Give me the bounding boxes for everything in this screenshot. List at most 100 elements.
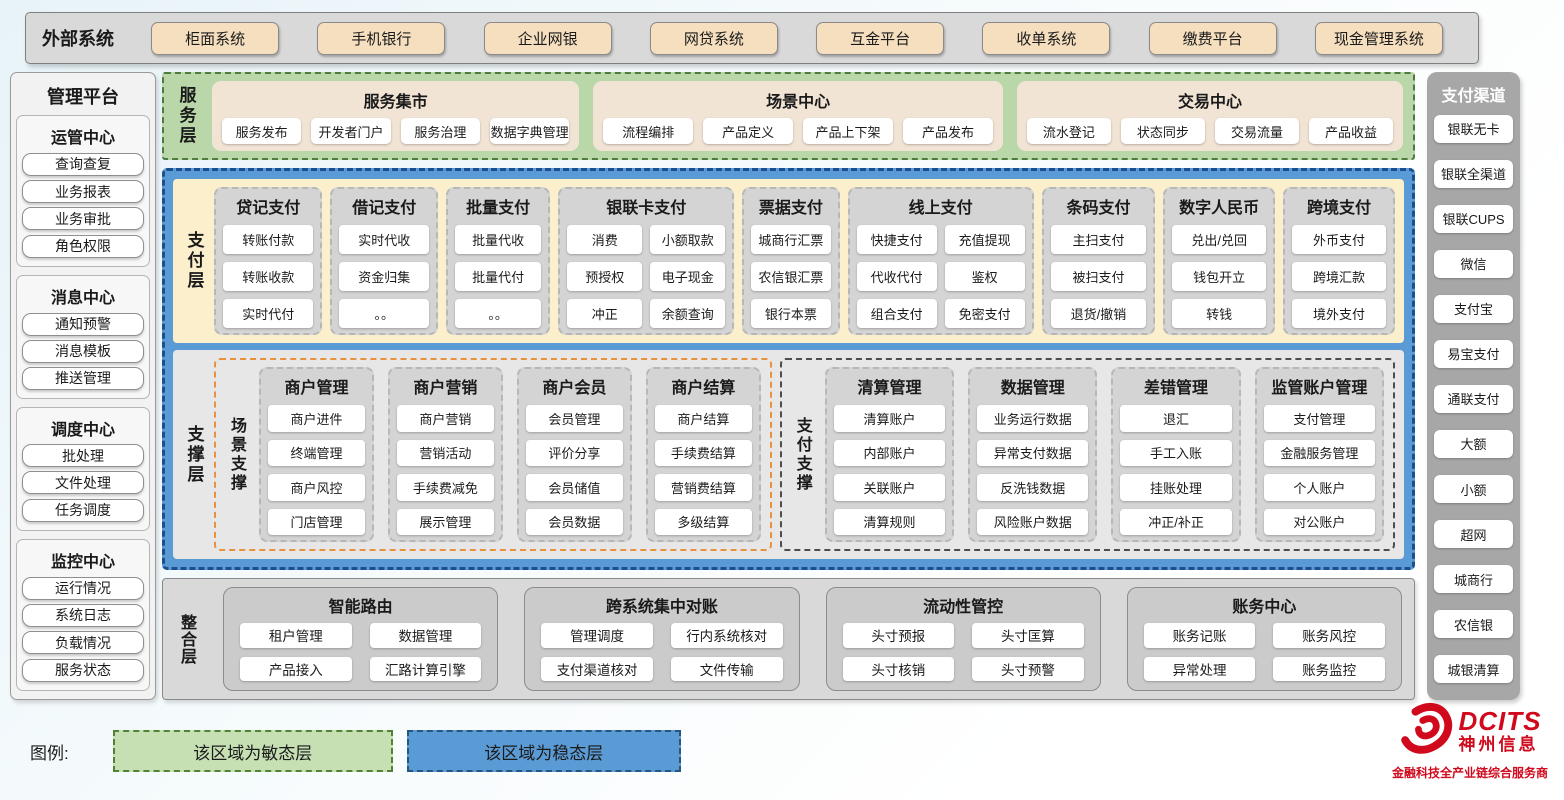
scene-support-item-button[interactable]: 营销费结算: [654, 474, 752, 501]
scene-support-item-button[interactable]: 营销活动: [396, 439, 494, 466]
integration-item-button[interactable]: 汇路计算引擎: [369, 656, 482, 681]
payment-item-button[interactable]: 退货/撤销: [1050, 299, 1147, 328]
payment-channel-button[interactable]: 微信: [1434, 249, 1513, 278]
integration-item-button[interactable]: 头寸核销: [842, 656, 955, 681]
payment-support-item-button[interactable]: 挂账处理: [1120, 474, 1232, 501]
service-item-button[interactable]: 流程编排: [603, 118, 694, 144]
integration-item-button[interactable]: 租户管理: [240, 623, 352, 648]
external-system-button[interactable]: 网贷系统: [649, 21, 778, 55]
payment-item-button[interactable]: 组合支付: [856, 299, 937, 328]
payment-support-item-button[interactable]: 反洗钱数据: [977, 474, 1089, 501]
integration-item-button[interactable]: 文件传输: [670, 656, 783, 681]
payment-item-button[interactable]: 实时代付: [223, 299, 314, 328]
management-item-button[interactable]: 推送管理: [22, 366, 144, 390]
scene-support-item-button[interactable]: 会员管理: [525, 405, 623, 432]
service-item-button[interactable]: 产品发布: [903, 118, 993, 144]
payment-support-item-button[interactable]: 金融服务管理: [1263, 439, 1375, 466]
payment-channel-button[interactable]: 城银清算: [1434, 655, 1513, 684]
service-item-button[interactable]: 流水登记: [1026, 118, 1111, 144]
integration-item-button[interactable]: 支付渠道核对: [541, 656, 653, 681]
payment-channel-button[interactable]: 银联全渠道: [1434, 159, 1513, 188]
payment-support-item-button[interactable]: 个人账户: [1263, 474, 1375, 501]
integration-item-button[interactable]: 头寸预报: [842, 623, 955, 648]
payment-item-button[interactable]: 鉴权: [944, 262, 1025, 291]
management-item-button[interactable]: 系统日志: [22, 603, 144, 627]
external-system-button[interactable]: 收单系统: [982, 21, 1111, 55]
payment-channel-button[interactable]: 银联CUPS: [1434, 204, 1513, 233]
payment-item-button[interactable]: 实时代收: [339, 225, 430, 254]
external-system-button[interactable]: 柜面系统: [151, 21, 280, 55]
payment-item-button[interactable]: 主扫支付: [1050, 225, 1147, 254]
payment-item-button[interactable]: 冲正: [567, 299, 643, 328]
service-item-button[interactable]: 服务治理: [400, 118, 480, 144]
payment-support-item-button[interactable]: 退汇: [1120, 405, 1232, 432]
integration-item-button[interactable]: 账务风控: [1273, 623, 1385, 648]
management-item-button[interactable]: 角色权限: [22, 234, 144, 258]
payment-item-button[interactable]: 充值提现: [944, 225, 1025, 254]
payment-item-button[interactable]: 外币支付: [1292, 225, 1386, 254]
integration-item-button[interactable]: 数据管理: [369, 623, 482, 648]
payment-channel-button[interactable]: 支付宝: [1434, 294, 1513, 323]
payment-item-button[interactable]: 余额查询: [650, 299, 726, 328]
payment-item-button[interactable]: 银行本票: [751, 299, 831, 328]
payment-support-item-button[interactable]: 手工入账: [1120, 439, 1232, 466]
payment-item-button[interactable]: 境外支付: [1292, 299, 1386, 328]
payment-channel-button[interactable]: 超网: [1434, 520, 1513, 549]
service-item-button[interactable]: 开发者门户: [311, 118, 391, 144]
scene-support-item-button[interactable]: 商户结算: [654, 405, 752, 432]
scene-support-item-button[interactable]: 手续费减免: [396, 474, 494, 501]
payment-item-button[interactable]: 被扫支付: [1050, 262, 1147, 291]
payment-channel-button[interactable]: 易宝支付: [1434, 339, 1513, 368]
payment-item-button[interactable]: 电子现金: [650, 262, 726, 291]
external-system-button[interactable]: 现金管理系统: [1314, 21, 1443, 55]
payment-channel-button[interactable]: 银联无卡: [1434, 114, 1513, 143]
external-system-button[interactable]: 缴费平台: [1148, 21, 1277, 55]
scene-support-item-button[interactable]: 终端管理: [268, 439, 365, 466]
payment-channel-button[interactable]: 通联支付: [1434, 384, 1513, 413]
scene-support-item-button[interactable]: 多级结算: [654, 508, 752, 535]
payment-support-item-button[interactable]: 对公账户: [1263, 508, 1375, 535]
external-system-button[interactable]: 手机银行: [317, 21, 446, 55]
management-item-button[interactable]: 消息模板: [22, 339, 144, 363]
integration-item-button[interactable]: 行内系统核对: [670, 623, 783, 648]
service-item-button[interactable]: 产品定义: [703, 118, 794, 144]
payment-item-button[interactable]: 快捷支付: [856, 225, 937, 254]
integration-item-button[interactable]: 异常处理: [1143, 656, 1256, 681]
payment-support-item-button[interactable]: 清算规则: [833, 508, 946, 535]
management-item-button[interactable]: 负载情况: [22, 631, 144, 655]
scene-support-item-button[interactable]: 会员储值: [525, 474, 623, 501]
management-item-button[interactable]: 业务报表: [22, 180, 144, 204]
payment-item-button[interactable]: 转账付款: [223, 225, 314, 254]
payment-support-item-button[interactable]: 业务运行数据: [977, 405, 1089, 432]
payment-item-button[interactable]: 免密支付: [944, 299, 1025, 328]
management-item-button[interactable]: 批处理: [22, 444, 144, 468]
payment-channel-button[interactable]: 农信银: [1434, 610, 1513, 639]
payment-item-button[interactable]: 小额取款: [650, 225, 726, 254]
management-item-button[interactable]: 运行情况: [22, 576, 144, 600]
payment-item-button[interactable]: 转账收款: [223, 262, 314, 291]
payment-item-button[interactable]: 。。: [339, 299, 430, 328]
external-system-button[interactable]: 互金平台: [816, 21, 945, 55]
payment-item-button[interactable]: 农信银汇票: [751, 262, 831, 291]
service-item-button[interactable]: 产品收益: [1308, 118, 1394, 144]
management-item-button[interactable]: 查询查复: [22, 152, 144, 176]
service-item-button[interactable]: 产品上下架: [803, 118, 893, 144]
scene-support-item-button[interactable]: 手续费结算: [654, 439, 752, 466]
payment-item-button[interactable]: 。。: [455, 299, 542, 328]
scene-support-item-button[interactable]: 评价分享: [525, 439, 623, 466]
service-item-button[interactable]: 交易流量: [1214, 118, 1299, 144]
payment-support-item-button[interactable]: 关联账户: [833, 474, 946, 501]
integration-item-button[interactable]: 管理调度: [541, 623, 653, 648]
management-item-button[interactable]: 服务状态: [22, 658, 144, 682]
payment-item-button[interactable]: 消费: [567, 225, 643, 254]
scene-support-item-button[interactable]: 商户营销: [396, 405, 494, 432]
payment-item-button[interactable]: 兑出/兑回: [1172, 225, 1267, 254]
payment-item-button[interactable]: 预授权: [567, 262, 643, 291]
management-item-button[interactable]: 任务调度: [22, 498, 144, 522]
management-item-button[interactable]: 通知预警: [22, 312, 144, 336]
service-item-button[interactable]: 服务发布: [222, 118, 302, 144]
payment-support-item-button[interactable]: 风险账户数据: [977, 508, 1089, 535]
payment-support-item-button[interactable]: 支付管理: [1263, 405, 1375, 432]
scene-support-item-button[interactable]: 商户进件: [268, 405, 365, 432]
scene-support-item-button[interactable]: 展示管理: [396, 508, 494, 535]
